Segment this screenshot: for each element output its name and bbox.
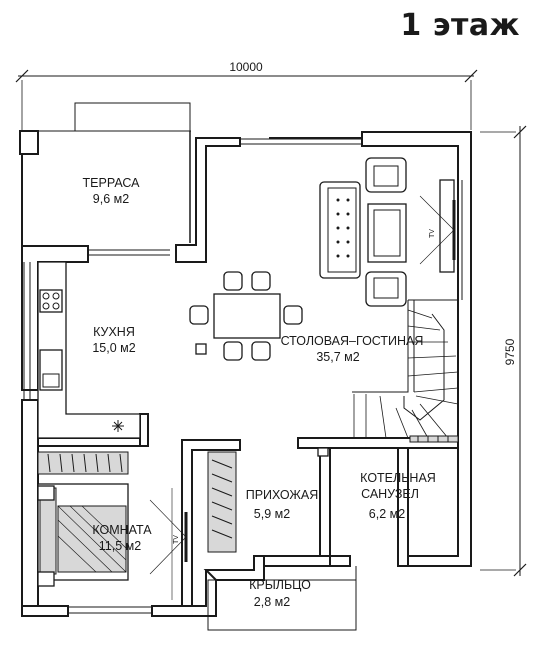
chair-icon — [223, 341, 243, 361]
windows — [23, 138, 463, 614]
tv-label: TV — [429, 229, 436, 238]
terrace-area: 9,6 м2 — [93, 192, 129, 206]
plant-icon — [195, 343, 207, 355]
chair-icon — [251, 271, 271, 291]
porch-area: 2,8 м2 — [254, 595, 290, 609]
nightstand-icon — [37, 571, 55, 587]
sofa-icon — [319, 181, 361, 279]
floor-title: 1 этаж — [400, 8, 520, 43]
armchair-icon — [365, 157, 407, 193]
dining-set — [189, 271, 303, 361]
height-dimension: 9750 — [480, 125, 527, 577]
tv-label: TV — [173, 535, 180, 544]
chair-icon — [223, 271, 243, 291]
bedroom-area: 11,5 м2 — [99, 539, 141, 553]
hall-area: 5,9 м2 — [254, 507, 290, 521]
width-label: 10000 — [229, 60, 263, 74]
bedroom-name: КОМНАТА — [92, 523, 152, 537]
living-name: СТОЛОВАЯ–ГОСТИНАЯ — [281, 334, 424, 348]
hall-wardrobe — [207, 451, 237, 553]
hall-name: ПРИХОЖАЯ — [246, 488, 319, 502]
stove-icon — [39, 289, 63, 313]
dining-table — [213, 293, 281, 339]
kitchen-counter — [37, 261, 141, 439]
staircase — [352, 299, 459, 439]
kitchen-name: КУХНЯ — [93, 325, 135, 339]
armchair-icon — [365, 271, 407, 307]
nightstand-icon — [37, 485, 55, 501]
porch-name: КРЫЛЬЦО — [249, 578, 311, 592]
tv-stand — [439, 179, 455, 273]
sink-icon — [39, 349, 63, 391]
bed-icon — [37, 483, 129, 587]
living-area: 35,7 м2 — [316, 350, 359, 364]
width-dimension: 10000 — [15, 60, 478, 130]
boiler-area: 6,2 м2 — [369, 507, 405, 521]
kitchen-area: 15,0 м2 — [92, 341, 135, 355]
room-labels: ТЕРРАСА 9,6 м2 КУХНЯ 15,0 м2 СТОЛОВАЯ–ГО… — [83, 176, 436, 609]
boiler-name: КОТЕЛЬНАЯ — [360, 471, 436, 485]
boiler-fixtures — [317, 435, 459, 457]
chair-icon — [283, 305, 303, 325]
terrace-area — [19, 102, 191, 256]
bedroom-tv: TV — [149, 488, 188, 600]
chair-icon — [251, 341, 271, 361]
living-furniture: TV — [319, 157, 456, 307]
chair-icon — [189, 305, 209, 325]
bedroom-wardrobe — [37, 451, 129, 475]
bathroom-name: САНУЗЕЛ — [361, 487, 419, 501]
terrace-name: ТЕРРАСА — [83, 176, 141, 190]
height-label: 9750 — [503, 338, 517, 365]
